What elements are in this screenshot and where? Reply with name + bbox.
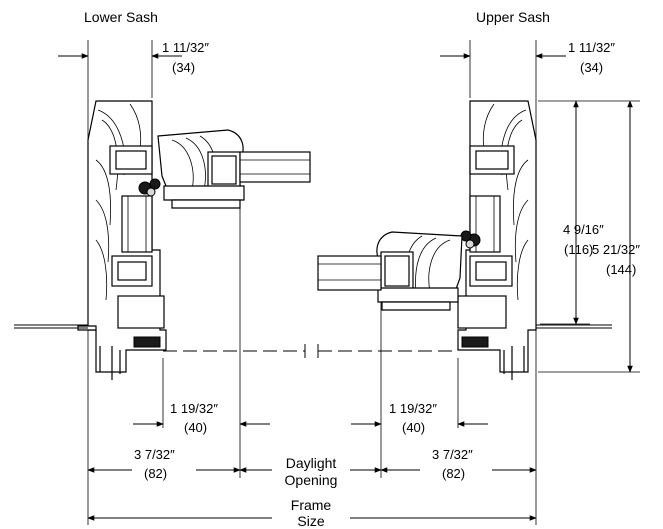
dim-bottom-right-small-fraction: 1 19/32″ bbox=[389, 401, 437, 416]
dim-top-left-fraction: 1 11/32″ bbox=[162, 40, 209, 55]
opening-label: Opening bbox=[285, 472, 338, 488]
lower-sash-title: Lower Sash bbox=[84, 9, 158, 25]
lower-sash-assembly bbox=[14, 100, 311, 380]
dim-bottom-left-large-mm: (82) bbox=[144, 466, 167, 481]
dim-right-inner-fraction: 4 9/16″ bbox=[563, 222, 604, 237]
dim-bottom-left-large-fraction: 3 7/32″ bbox=[134, 447, 175, 462]
dim-right-inner-mm: (116) bbox=[564, 242, 593, 257]
dim-top-right-fraction: 1 11/32″ bbox=[568, 40, 615, 55]
daylight-label: Daylight bbox=[286, 455, 337, 471]
dim-bottom-right-large-fraction: 3 7/32″ bbox=[432, 447, 473, 462]
dim-top-left-mm: (34) bbox=[172, 60, 195, 75]
dim-right-outer-mm: (144) bbox=[606, 262, 636, 277]
frame-label: Frame bbox=[291, 497, 332, 513]
size-label: Size bbox=[297, 513, 324, 529]
dim-bottom-right-large-mm: (82) bbox=[442, 466, 465, 481]
dimension-lines bbox=[58, 53, 633, 521]
dim-right-outer-fraction: 5 21/32″ bbox=[592, 242, 640, 257]
dim-bottom-right-small-mm: (40) bbox=[402, 420, 425, 435]
dim-bottom-left-small-mm: (40) bbox=[184, 420, 207, 435]
dim-bottom-left-small-fraction: 1 19/32″ bbox=[170, 401, 218, 416]
upper-sash-assembly bbox=[317, 100, 612, 380]
upper-sash-title: Upper Sash bbox=[476, 9, 550, 25]
dim-top-right-mm: (34) bbox=[580, 60, 603, 75]
